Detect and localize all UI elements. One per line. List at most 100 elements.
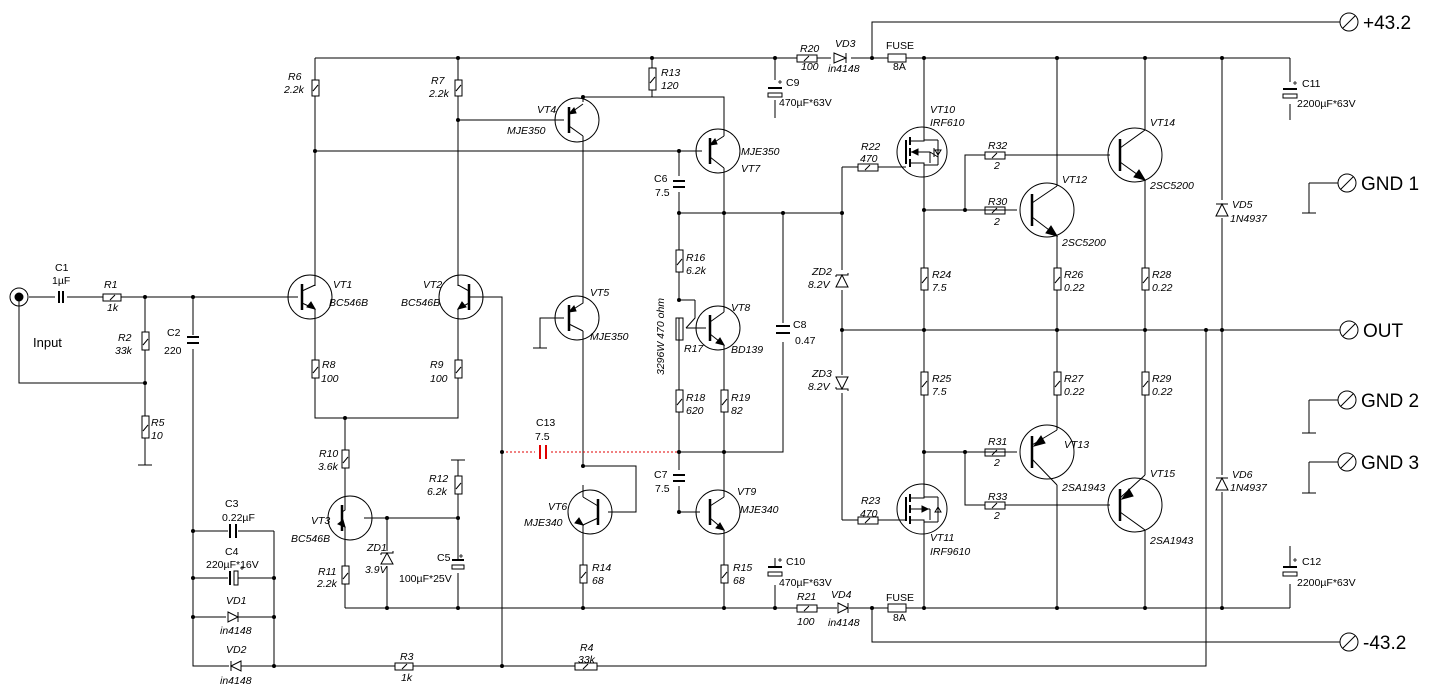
transistors [287, 97, 1163, 541]
resistor-r14 [579, 564, 588, 584]
transistor-vt2 [438, 274, 484, 320]
r6-val: 2.2k [283, 84, 305, 96]
r28-val: 0.22 [1152, 282, 1173, 294]
label-vplus: +43.2 [1363, 13, 1411, 34]
r8-ref: R8 [322, 359, 336, 371]
wires [18, 21, 1340, 667]
input-jack-icon [9, 287, 29, 307]
resistor-r33 [984, 501, 1006, 510]
diode-vd5 [1215, 202, 1229, 217]
vd1-val: in4148 [220, 625, 252, 637]
r3-ref: R3 [400, 651, 414, 663]
c2-val: 220 [164, 345, 182, 357]
terminals [9, 12, 1359, 652]
transistor-vt9 [695, 489, 741, 535]
r6-ref: R6 [288, 71, 302, 83]
resistor-r8 [311, 359, 320, 379]
r18-val: 620 [686, 405, 704, 417]
transistor-vt4 [554, 97, 600, 143]
r32-val: 2 [993, 160, 1000, 172]
zener-zd3 [835, 376, 849, 391]
label-vminus: -43.2 [1363, 633, 1406, 654]
vd2-ref: VD2 [226, 644, 247, 656]
r7-val: 2.2k [428, 88, 450, 100]
terminal-gnd2-icon [1337, 390, 1357, 410]
vd6-ref: VD6 [1232, 469, 1253, 481]
transistor-vt14 [1107, 127, 1163, 183]
resistor-r27 [1053, 371, 1062, 396]
r15-val: 68 [733, 575, 745, 587]
r27-val: 0.22 [1064, 386, 1085, 398]
c12-val: 2200µF*63V [1297, 577, 1356, 589]
r8-val: 100 [321, 373, 339, 385]
r21-ref: R21 [797, 591, 816, 603]
vt9-ref: VT9 [737, 486, 756, 498]
r23-val-dummy: 470 [860, 153, 878, 165]
c3-ref: C3 [225, 498, 239, 510]
r7-ref: R7 [431, 75, 446, 87]
vt14-val: 2SC5200 [1149, 180, 1194, 192]
r29-val: 0.22 [1152, 386, 1173, 398]
r14-val: 68 [592, 575, 604, 587]
capacitor-c8 [776, 325, 790, 334]
vt3-val: BC546B [291, 533, 330, 545]
vt15-ref: VT15 [1150, 468, 1175, 480]
r4-val: 33k [578, 654, 596, 666]
fuse1-ref: FUSE [886, 40, 914, 52]
resistor-r20 [796, 54, 818, 63]
resistor-r21 [796, 604, 818, 613]
transistor-vt6 [567, 489, 613, 535]
r4-ref: R4 [580, 642, 594, 654]
resistor-r2 [141, 331, 150, 351]
r17-val: 3296W 470 ohm [655, 298, 667, 375]
vt12-val: 2SC5200 [1061, 237, 1106, 249]
transistor-vt10 [896, 126, 948, 178]
resistor-r13 [648, 67, 657, 91]
capacitor-c7 [673, 474, 685, 482]
r31-val: 2 [993, 457, 1000, 469]
transistor-vt11 [896, 483, 948, 535]
c11-val: 2200µF*63V [1297, 98, 1356, 110]
c9-val: 470µF*63V [779, 97, 832, 109]
vt11-val: IRF9610 [930, 546, 970, 558]
vt1-val: BC546B [329, 297, 368, 309]
transistor-vt12 [1019, 182, 1075, 238]
resistor-r31 [984, 448, 1006, 457]
r10-ref: R10 [319, 448, 338, 460]
transistor-vt8 [695, 305, 741, 351]
capacitor-c2 [187, 336, 199, 344]
resistor-r5 [141, 415, 150, 439]
r9-val: 100 [430, 373, 448, 385]
zener-zd2 [835, 273, 849, 288]
c3-val: 0.22µF [222, 512, 255, 524]
c13-ref: C13 [536, 417, 555, 429]
r26-val: 0.22 [1064, 282, 1085, 294]
c10-val: 470µF*63V [779, 577, 832, 589]
c8-val: 0.47 [795, 335, 816, 347]
resistor-r24 [920, 267, 929, 291]
vd4-ref: VD4 [831, 589, 852, 601]
resistor-r16 [675, 249, 684, 273]
c9-ref: C9 [786, 77, 800, 89]
terminal-gnd3-icon [1337, 452, 1357, 472]
vt7-val: MJE350 [741, 146, 780, 158]
terminal-gnd1-icon [1337, 173, 1357, 193]
r27-ref: R27 [1064, 373, 1084, 385]
labels: +43.2 OUT -43.2 GND 1 GND 2 GND 3 Input … [33, 13, 1419, 687]
resistor-r7 [454, 79, 463, 97]
r15-ref: R15 [733, 562, 752, 574]
vt1-ref: VT1 [333, 279, 352, 291]
diodes [227, 52, 1229, 672]
c8-ref: C8 [793, 319, 807, 331]
r23-val: 470 [860, 508, 878, 520]
resistor-r25 [920, 371, 929, 396]
r2-val: 33k [115, 345, 133, 357]
r32-ref: R32 [988, 140, 1007, 152]
diode-vd4 [837, 602, 850, 614]
resistor-r32 [984, 151, 1006, 160]
resistor-r9 [454, 359, 463, 379]
fuse-top [887, 53, 907, 63]
resistor-r11 [341, 565, 350, 585]
c2-ref: C2 [167, 327, 181, 339]
